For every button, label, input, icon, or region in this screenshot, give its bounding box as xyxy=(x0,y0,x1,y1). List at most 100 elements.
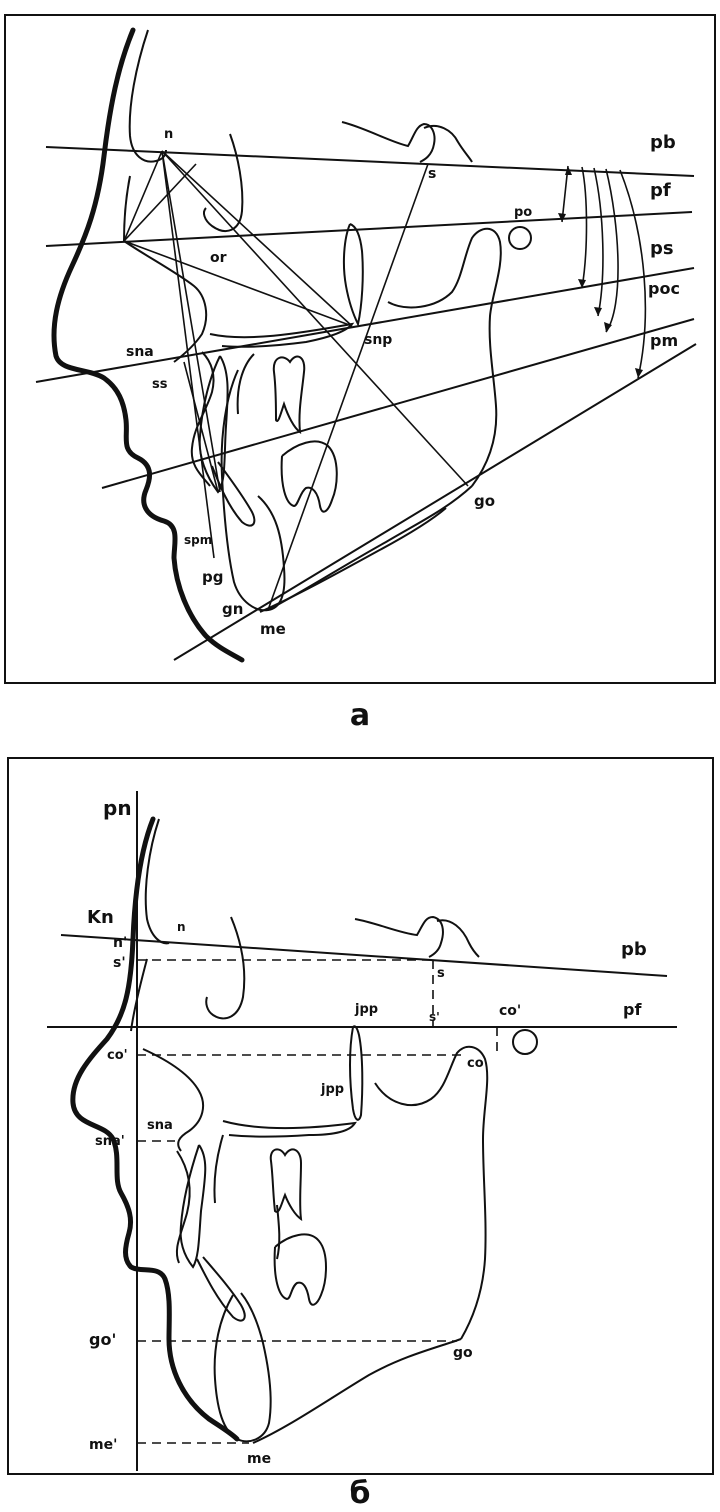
orbit-contour xyxy=(203,133,244,232)
porion-circle xyxy=(512,1029,538,1055)
lower-incisor xyxy=(196,1256,246,1322)
maxilla-body xyxy=(213,1134,224,1204)
anterior-nasal-contour xyxy=(142,1048,205,1152)
label-poc: poc xyxy=(648,279,680,298)
label-ps: ps xyxy=(650,238,674,259)
line-ss-spm xyxy=(183,361,219,493)
label-me-prime: me' xyxy=(89,1437,117,1453)
arrowhead xyxy=(565,166,572,175)
pterygomaxillary-fissure xyxy=(349,1025,364,1121)
label-jpp-top: jpp xyxy=(354,1002,378,1017)
label-me: me xyxy=(247,1451,271,1467)
label-pn: pn xyxy=(103,796,132,820)
caption-b: б xyxy=(349,1476,371,1511)
label-or: or xyxy=(210,250,227,266)
soft-tissue-profile xyxy=(70,816,240,1442)
arrowhead xyxy=(635,368,643,378)
maxilla-body xyxy=(236,353,255,415)
label-gn: gn xyxy=(222,600,243,618)
label-ss: ss xyxy=(152,377,168,392)
angle-arc-3 xyxy=(593,167,604,317)
tooth-root xyxy=(276,1204,281,1260)
lower-incisor xyxy=(211,461,256,527)
clinoid xyxy=(436,919,480,958)
symphysis-contour xyxy=(220,369,286,612)
mandible-lower-border xyxy=(267,485,473,611)
label-po: po xyxy=(514,205,532,220)
line-or-n xyxy=(123,163,197,242)
label-pf: pf xyxy=(623,1000,642,1019)
angle-arc-2 xyxy=(581,166,588,289)
lower-molar-tooth xyxy=(273,1233,327,1306)
arrowhead xyxy=(558,213,566,222)
line-n-pg xyxy=(161,150,215,559)
porion-circle xyxy=(508,226,532,250)
label-n: n xyxy=(177,920,186,934)
label-go: go xyxy=(474,492,495,510)
plane-pb xyxy=(45,146,695,177)
arrowhead xyxy=(604,322,612,332)
cephalogram-b-drawing: pn Kn pb pf n n' s' s s' jpp jpp co' co'… xyxy=(47,791,677,1471)
label-co-prime-right: co' xyxy=(499,1003,521,1019)
plane-pb xyxy=(60,934,668,977)
anterior-nasal-contour xyxy=(123,240,208,363)
angle-arc-4 xyxy=(605,168,619,333)
cephalogram-a-drawing: pb pf ps poc pm n s po or snp sna ss spm… xyxy=(35,27,697,663)
label-n: n xyxy=(164,127,173,142)
label-sna: sna xyxy=(126,344,154,360)
line-n-go xyxy=(161,150,469,487)
symphysis-contour xyxy=(213,1292,272,1443)
label-co-prime-left: co' xyxy=(107,1048,128,1063)
line-n-snp xyxy=(161,150,353,327)
pterygomaxillary-fissure xyxy=(342,223,364,327)
line-n-or xyxy=(123,150,163,242)
palate-contour xyxy=(222,1120,357,1138)
label-n-prime: n' xyxy=(113,935,127,951)
label-s: s xyxy=(428,166,436,182)
maxilla-anterior xyxy=(175,1150,191,1264)
line-n-spm xyxy=(161,150,221,493)
molar-tooth xyxy=(272,355,306,435)
upper-incisor xyxy=(179,1144,207,1269)
mandible-lower-border xyxy=(252,1338,462,1444)
line-s-gn xyxy=(267,163,429,611)
line-sna-snp xyxy=(123,240,353,327)
label-me: me xyxy=(260,620,286,638)
arrowhead xyxy=(594,307,602,316)
label-spm: spm xyxy=(184,533,212,547)
clinoid xyxy=(423,124,473,163)
label-co: co xyxy=(467,1056,484,1071)
label-s-prime-left: s' xyxy=(113,955,126,971)
ramus-posterior xyxy=(374,1045,489,1340)
maxilla-anterior xyxy=(190,351,215,487)
label-pb: pb xyxy=(650,132,676,153)
plane-poc xyxy=(101,318,695,489)
label-jpp-bottom: jpp xyxy=(320,1082,344,1097)
cephalogram-panel-b: pn Kn pb pf n n' s' s s' jpp jpp co' co'… xyxy=(7,757,714,1475)
label-s: s xyxy=(437,966,445,981)
label-go-prime: go' xyxy=(89,1330,116,1349)
arrowhead xyxy=(578,279,586,288)
lower-molar-tooth xyxy=(280,440,338,513)
cephalogram-panel-a: pb pf ps poc pm n s po or snp sna ss spm… xyxy=(4,14,716,684)
frontal-nasal-contour xyxy=(128,29,167,163)
molar-tooth xyxy=(269,1148,303,1222)
label-go: go xyxy=(453,1345,473,1361)
label-kn: Kn xyxy=(87,907,114,928)
plane-pf xyxy=(45,211,693,247)
palate-contour xyxy=(209,322,355,348)
sella-turcica xyxy=(341,121,436,163)
sella-turcica xyxy=(354,915,444,958)
label-sna-prime: sna' xyxy=(95,1134,125,1149)
orbit-contour xyxy=(205,916,246,1020)
label-snp: snp xyxy=(364,332,392,348)
label-pb: pb xyxy=(621,939,647,960)
label-pm: pm xyxy=(650,331,678,350)
plane-ps xyxy=(35,267,695,383)
label-sna: sna xyxy=(147,1118,173,1133)
nasal-bone xyxy=(130,958,148,1032)
plane-pm xyxy=(173,343,697,661)
angle-arc-5 xyxy=(619,169,647,379)
nasal-bone xyxy=(123,175,131,242)
angle-arc-1 xyxy=(561,165,569,223)
